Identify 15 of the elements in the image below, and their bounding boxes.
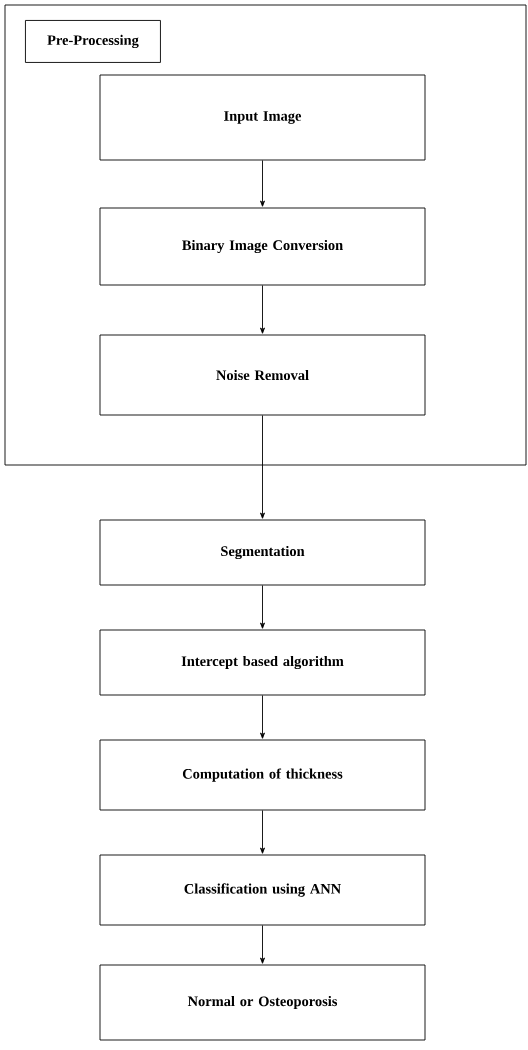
- process-box: Computation of thickness: [99, 739, 426, 811]
- process-box: Input Image: [99, 74, 426, 161]
- process-box: Segmentation: [99, 519, 426, 586]
- arrow: [260, 415, 265, 519]
- arrow: [260, 585, 265, 629]
- arrow: [260, 160, 265, 207]
- process-box: Intercept based algorithm: [99, 629, 426, 696]
- arrow: [260, 810, 265, 854]
- process-box: Normal or Osteoporosis: [99, 964, 426, 1041]
- process-box: Classification using ANN: [99, 854, 426, 926]
- process-box: Noise Removal: [99, 334, 426, 416]
- arrow: [260, 925, 265, 964]
- process-box: Binary Image Conversion: [99, 207, 426, 286]
- arrow: [260, 285, 265, 334]
- arrow: [260, 695, 265, 739]
